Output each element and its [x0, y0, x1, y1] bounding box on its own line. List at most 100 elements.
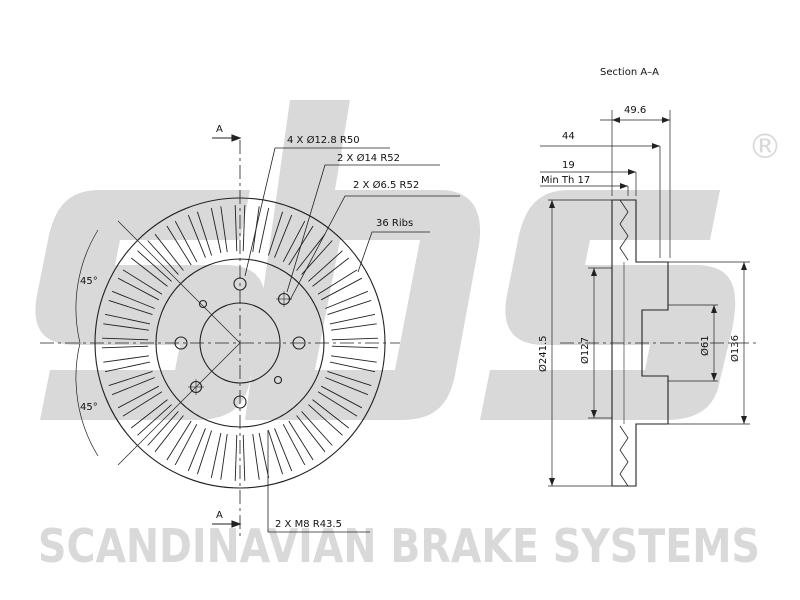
vent-rib-edge: [196, 211, 213, 256]
vent-rib-edge: [108, 370, 153, 387]
vent-rib-edge: [267, 430, 284, 475]
vent-rib-edge: [196, 430, 213, 475]
vent-rib-edge: [130, 399, 168, 429]
vent-rib-edge: [282, 423, 306, 466]
bolt-hole-right: [292, 336, 306, 350]
section-title: Section A–A: [600, 67, 659, 78]
callout-holes-6-5: 2 X Ø6.5 R52: [353, 179, 419, 191]
disc-profile: [611, 199, 669, 487]
leader-bolt-holes: [244, 147, 390, 277]
registered-mark: ®: [748, 127, 782, 167]
dim-outer-diameter: Ø241.5: [537, 336, 549, 373]
vent-rib-edge: [234, 205, 238, 252]
vent-rib-edge: [242, 205, 246, 252]
vent-rib-edge: [174, 423, 198, 466]
vent-rib-edge: [130, 257, 168, 287]
vent-rib-edge: [147, 411, 179, 446]
vent-rib-edge: [331, 355, 377, 363]
dim-min-thickness: Min Th 17: [541, 175, 590, 186]
vent-rib-edge: [331, 323, 377, 331]
vent-rib-edge: [258, 207, 270, 254]
vent-rib-edge: [117, 385, 160, 409]
leader-ribs: [357, 231, 430, 273]
section-marker-top: A: [216, 124, 223, 135]
vent-rib-edge: [111, 290, 155, 309]
vent-rib-edge: [325, 290, 369, 309]
front-view: [40, 134, 460, 540]
dim-thickness-overall: 49.6: [624, 105, 646, 116]
vent-rib-edge: [288, 420, 314, 461]
vent-rib-edge: [166, 225, 192, 266]
vent-rib-edge: [220, 206, 228, 252]
vent-rib-edge: [220, 434, 228, 480]
vent-rib-edge: [210, 432, 222, 479]
vent-rib-edge: [331, 345, 378, 349]
bolt-hole-top: [233, 277, 247, 291]
vent-ribs: [102, 205, 378, 481]
vent-rib-edge: [242, 434, 246, 481]
vent-rib-edge: [104, 313, 151, 325]
vent-rib-edge: [329, 313, 376, 325]
vent-rib-edge: [267, 211, 284, 256]
vent-rib-edge: [282, 220, 306, 263]
dim-offset: 44: [562, 131, 575, 142]
dim-disc-thickness: 19: [562, 160, 575, 171]
vent-rib-edge: [252, 434, 260, 480]
leader-threads: [267, 430, 370, 533]
vent-rib-edge: [108, 299, 153, 316]
dim-hat-diameter: Ø136: [729, 335, 741, 362]
vent-rib-edge: [103, 355, 149, 363]
leader-holes-14: [286, 164, 440, 293]
vent-rib-edge: [122, 269, 163, 295]
dim-center-bore: Ø61: [699, 335, 711, 356]
vent-rib-edge: [327, 370, 372, 387]
vent-rib-edge: [317, 391, 358, 417]
vent-rib-edge: [308, 250, 343, 282]
callout-holes-14: 2 X Ø14 R52: [337, 152, 400, 164]
vent-rib-edge: [296, 233, 326, 271]
vent-rib-edge: [274, 214, 293, 258]
thread-hole-right: [273, 375, 283, 385]
vent-rib-edge: [117, 277, 160, 301]
vent-rib-edge: [317, 269, 358, 295]
vent-rib-edge: [325, 377, 369, 396]
vent-rib-edge: [187, 428, 206, 472]
watermark: ® SCANDINAVIAN BRAKE SYSTEMS: [35, 100, 782, 573]
dim-inner-diameter: Ø127: [579, 337, 591, 364]
vent-rib-edge: [122, 391, 163, 417]
vent-rib-edge: [320, 385, 363, 409]
vent-rib-edge: [174, 220, 198, 263]
vent-rib-edge: [329, 361, 376, 373]
vent-rib-edge: [308, 404, 343, 436]
vent-rib-edge: [154, 233, 184, 271]
vent-rib-edge: [312, 257, 350, 287]
vent-rib-edge: [187, 214, 206, 258]
vent-rib-edge: [147, 240, 179, 275]
vent-rib-edge: [296, 415, 326, 453]
angle-lower-label: 45°: [80, 402, 98, 413]
vent-rib-edge: [137, 250, 172, 282]
vent-rib-edge: [111, 377, 155, 396]
callout-ribs: 36 Ribs: [376, 218, 413, 229]
vent-rib-edge: [258, 432, 270, 479]
section-marker-bottom: A: [216, 510, 223, 521]
vent-rib-edge: [103, 323, 149, 331]
vent-rib-edge: [210, 207, 222, 254]
vent-rib-edge: [166, 420, 192, 461]
vent-rib-edge: [301, 411, 333, 446]
vent-rib-edge: [154, 415, 184, 453]
vent-rib-edge: [312, 399, 350, 429]
vent-rib-edge: [104, 361, 151, 373]
hole-6-5-left: [198, 299, 208, 309]
angle-upper-label: 45°: [80, 276, 98, 287]
vent-rib-edge: [234, 434, 238, 481]
vent-rib-edge: [102, 337, 149, 341]
bolt-hole-left: [174, 336, 188, 350]
bolt-hole-bottom: [233, 395, 247, 409]
callout-bolt-holes: 4 X Ø12.8 R50: [287, 134, 360, 146]
vent-rib-edge: [320, 277, 363, 301]
vent-rib-edge: [331, 337, 378, 341]
vent-rib-edge: [327, 299, 372, 316]
vent-rib-edge: [137, 404, 172, 436]
